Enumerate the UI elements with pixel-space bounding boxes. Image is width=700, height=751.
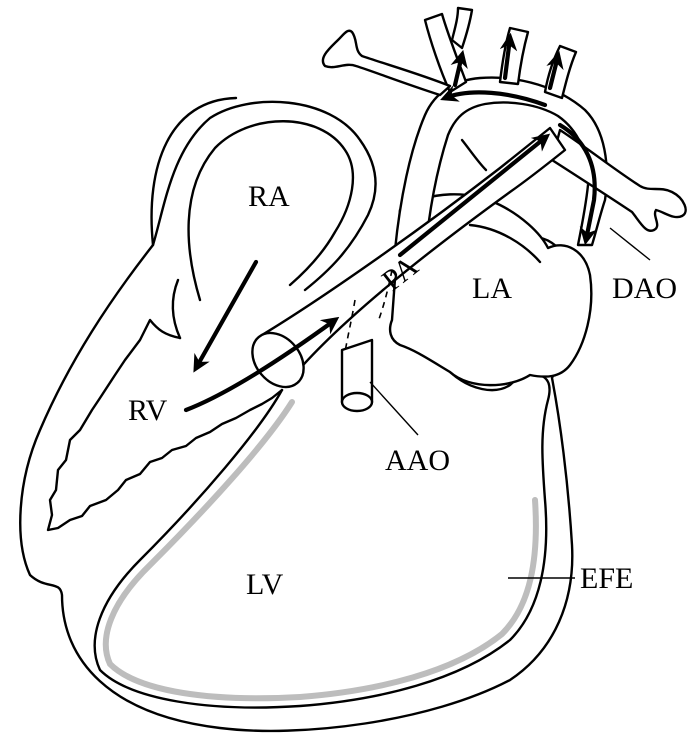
flow-arrow-vessel-2	[499, 32, 518, 81]
flow-arrow-ra-to-rv	[193, 259, 259, 373]
leader-aao	[369, 381, 419, 436]
label-lv: LV	[246, 568, 284, 601]
label-dao: DAO	[612, 272, 677, 305]
right-atrium-fold	[171, 278, 182, 340]
flow-arrow-pa-trunk	[397, 133, 551, 258]
left-atrium-inner	[468, 223, 542, 264]
right-atrium-inner	[187, 120, 355, 302]
pulmonary-branch-left	[321, 29, 452, 97]
label-efe: EFE	[580, 562, 633, 595]
flow-arrow-vessel-1	[450, 49, 468, 88]
heart-outline	[19, 96, 574, 733]
flow-arrow-rv-to-pa	[183, 316, 340, 413]
label-aao: AAO	[385, 444, 450, 477]
right-ventricle-trabeculae	[46, 318, 284, 532]
subclavian-artery	[543, 44, 578, 100]
pulmonary-branch-right	[550, 128, 687, 232]
ascending-aorta-opening	[340, 391, 374, 413]
efe-shading	[102, 399, 539, 702]
flow-arrow-arch-left	[440, 85, 548, 108]
aao-hidden-right	[377, 269, 393, 323]
flow-arrow-dao	[557, 122, 598, 246]
brachiocephalic-branch	[450, 6, 474, 50]
flow-arrow-vessel-3	[546, 50, 564, 91]
label-rv: RV	[128, 394, 168, 427]
right-atrium-wall	[151, 100, 377, 292]
pa-upper-connection	[460, 138, 488, 172]
leader-dao	[609, 227, 651, 261]
label-la: LA	[472, 272, 512, 305]
label-ra: RA	[248, 180, 290, 213]
